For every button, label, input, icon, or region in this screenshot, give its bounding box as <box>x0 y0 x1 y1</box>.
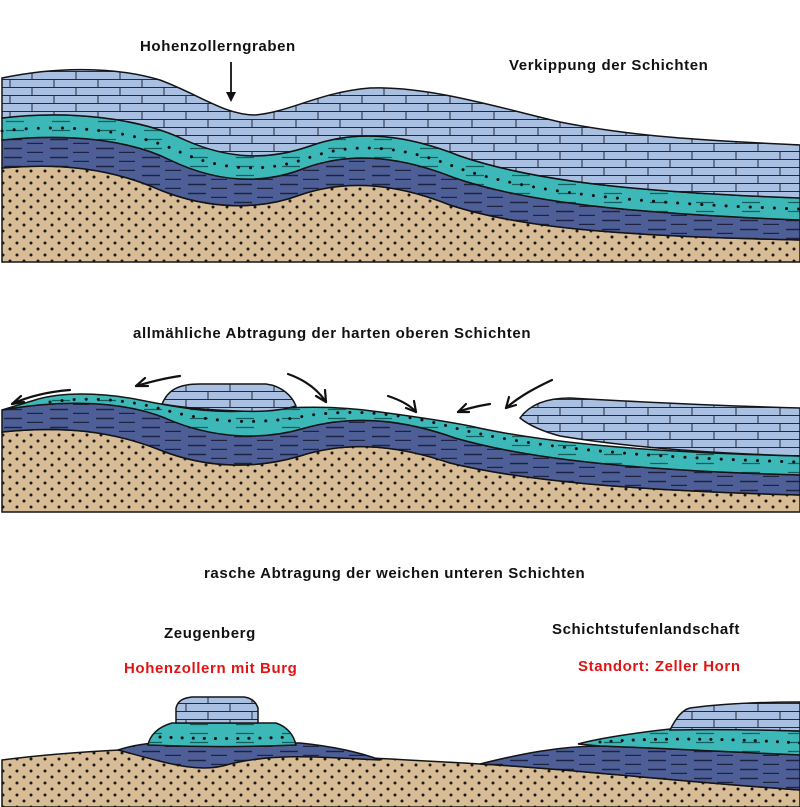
label-tilt: Verkippung der Schichten <box>509 57 708 74</box>
erosion-arrow-icon <box>288 374 326 402</box>
remnant-limestone-cap <box>162 384 296 411</box>
label-landschaft: Schichtstufenlandschaft <box>552 621 740 638</box>
erosion-arrow-icon <box>388 396 416 412</box>
label-zeugenberg: Zeugenberg <box>164 625 256 642</box>
panel-1-folded-strata <box>2 70 800 262</box>
erosion-arrow-icon <box>458 404 490 412</box>
scarp-limestone <box>670 702 800 731</box>
erosion-arrow-icon <box>136 376 180 386</box>
down-arrow-icon <box>226 62 236 102</box>
caption-lower-erosion: rasche Abtragung der weichen unteren Sch… <box>204 565 585 582</box>
panel-2-erosion-upper <box>2 384 800 512</box>
panel-3-erosion-lower <box>2 697 800 807</box>
caption-upper-erosion: allmähliche Abtragung der harten oberen … <box>133 325 531 342</box>
label-graben: Hohenzollerngraben <box>140 38 296 55</box>
label-hohenzollern: Hohenzollern mit Burg <box>124 660 297 677</box>
label-standort: Standort: Zeller Horn <box>578 658 741 675</box>
butte-limestone-cap <box>176 697 258 723</box>
butte-teal-sandstone <box>148 723 296 747</box>
